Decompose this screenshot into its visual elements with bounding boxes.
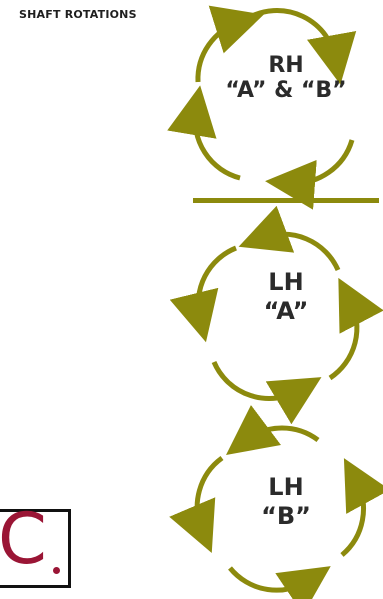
arrow-segment bbox=[340, 458, 383, 557]
arrow-segment bbox=[265, 139, 355, 210]
rh-rotation-circle bbox=[167, 5, 357, 210]
diagram-title: SHAFT ROTATIONS bbox=[19, 8, 137, 21]
rh-label: RH “A” & “B” bbox=[210, 54, 362, 102]
lh-b-label-line1: LH bbox=[268, 473, 304, 501]
arrow-segment bbox=[211, 360, 322, 425]
lh-b-label: LH “B” bbox=[216, 473, 356, 531]
arrow-segment bbox=[225, 405, 320, 455]
arrow-segment bbox=[169, 245, 237, 343]
section-divider bbox=[193, 198, 379, 203]
arrow-segment bbox=[238, 205, 341, 272]
lh-a-rotation-circle bbox=[169, 205, 383, 425]
lh-b-label-line2: “B” bbox=[261, 502, 311, 531]
lh-b-rotation-circle bbox=[169, 405, 383, 599]
arrow-segment bbox=[167, 85, 241, 181]
logo-dot bbox=[53, 567, 60, 574]
rh-label-line1: RH bbox=[268, 53, 304, 78]
arrow-segment bbox=[228, 566, 331, 599]
logo-frame bbox=[0, 509, 71, 588]
arrow-segment bbox=[195, 5, 264, 83]
lh-a-label: LH “A” bbox=[216, 268, 356, 326]
arrow-segment bbox=[328, 277, 383, 381]
logo-letter: C bbox=[0, 498, 47, 580]
lh-a-label-line2: “A” bbox=[263, 297, 309, 326]
rh-label-line2: “A” & “B” bbox=[225, 78, 347, 104]
arrow-segment bbox=[169, 455, 224, 554]
lh-a-label-line1: LH bbox=[268, 268, 304, 296]
